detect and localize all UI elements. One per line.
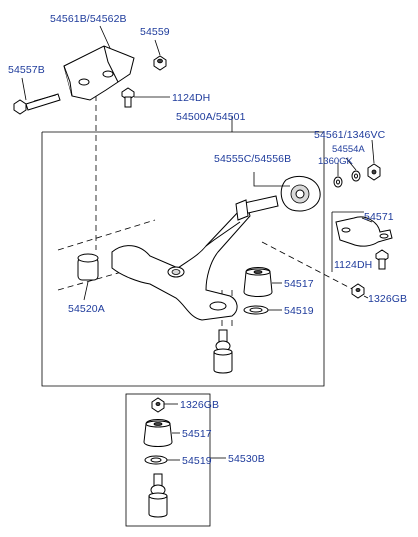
- label-ball-joint-assy: 54530B: [228, 453, 265, 465]
- label-bolt-clamp: 1124DH: [334, 259, 372, 271]
- arm-assy-frame-left: [41, 132, 236, 387]
- label-kit-right: 54561/1346VC: [314, 129, 386, 141]
- boot-54517-upper: [243, 267, 282, 297]
- bushing-54520a: [77, 253, 99, 301]
- label-nut-1360: 1360GK: [318, 156, 354, 167]
- label-bush-assy: 54555C/54556B: [214, 153, 291, 165]
- label-bolt-small: 1124DH: [172, 92, 210, 104]
- label-bracket-pair: 54561B/54562B: [50, 13, 127, 25]
- nut-1326gb-upper: [351, 283, 369, 299]
- rear-bushing-54555c: [235, 172, 321, 221]
- label-nut-top: 54559: [140, 26, 170, 38]
- nut-54559: [153, 39, 167, 71]
- ball-joint-upper: [213, 329, 233, 374]
- dash-nut-right: [261, 241, 355, 291]
- bolt-54557b: [13, 77, 61, 115]
- dash-bush-upper: [57, 219, 156, 251]
- ball-joint-frame: [125, 393, 211, 527]
- boot-54517-lower: [143, 419, 180, 447]
- nut-1326gb-lower: [151, 397, 178, 413]
- label-clamp: 54571: [364, 211, 394, 223]
- label-boot-lower: 54517: [182, 428, 212, 440]
- label-boot-upper: 54517: [284, 278, 314, 290]
- label-bush-front: 54520A: [68, 303, 105, 315]
- ring-54519-lower: [144, 455, 180, 465]
- clamp-54571: [335, 216, 393, 247]
- bolt-1124dh-clamp: [375, 249, 389, 270]
- arm-assy-frame-right: [42, 131, 325, 387]
- mount-bracket: [63, 25, 135, 101]
- label-arm-assy: 54500A/54501: [176, 111, 246, 123]
- ring-54519-upper: [243, 305, 282, 315]
- label-washer-r: 54554A: [332, 144, 365, 155]
- label-ring-lower: 54519: [182, 455, 212, 467]
- lower-control-arm: [111, 207, 251, 321]
- ball-joint-lower: [148, 473, 168, 518]
- label-bolt-long: 54557B: [8, 64, 45, 76]
- dash-bush-lower: [57, 263, 151, 291]
- label-nut-1326-lower: 1326GB: [180, 399, 219, 411]
- label-ring-upper: 54519: [284, 305, 314, 317]
- washer-set-right: [333, 139, 381, 188]
- bolt-1124dh-top: [121, 87, 170, 108]
- label-nut-1326-upper: 1326GB: [368, 293, 407, 305]
